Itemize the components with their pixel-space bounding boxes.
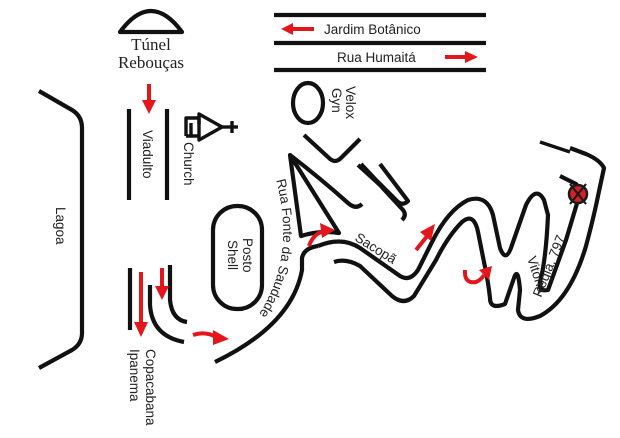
fonte-da-saudade-outer-edge xyxy=(214,243,319,364)
destination-approach-line xyxy=(539,140,571,154)
jardim-botanico-humaita-roads xyxy=(274,12,486,73)
label-gyn: Gyn xyxy=(329,88,344,113)
copacabana-road-curve-outer xyxy=(167,265,188,325)
arrow-jardim-botanico xyxy=(281,23,314,35)
label-posto: Posto xyxy=(240,238,255,273)
arrow-right-icon xyxy=(213,330,229,345)
copacabana-road-curve-inner xyxy=(147,285,185,345)
velox-gym-icon xyxy=(290,80,326,126)
posto-shell-icon xyxy=(210,203,265,312)
velox-v-road xyxy=(302,133,362,164)
arrow-down-icon xyxy=(142,100,156,114)
label-ipanema: Ipanema xyxy=(127,349,142,402)
label-shell: Shell xyxy=(225,240,240,270)
junction-triangle xyxy=(287,152,342,239)
arrow-left-icon xyxy=(281,23,293,35)
sacopa-spur xyxy=(356,163,407,222)
label-viadulto: Viadulto xyxy=(140,130,155,179)
arrow-down-icon xyxy=(134,322,148,337)
label-rua-humaita: Rua Humaitá xyxy=(337,50,416,65)
tunnel-icon xyxy=(117,8,185,35)
arrow-sacopa-hairpin xyxy=(462,266,492,285)
upper-branch-road xyxy=(288,153,364,209)
label-jardim-botanico: Jardim Botânico xyxy=(324,22,421,37)
arrow-shaft xyxy=(192,331,218,339)
arrow-rua-humaita xyxy=(445,51,478,63)
sacopa-upper-edge xyxy=(317,174,582,293)
label-copacabana: Copacabana xyxy=(143,349,158,426)
lagoa-shore xyxy=(37,89,85,370)
arrow-down-icon xyxy=(155,286,169,300)
arrow-sacopa-uphill xyxy=(414,224,435,252)
arrow-turn-onto-fonte-da-saudade xyxy=(192,330,229,345)
label-reboucas: Rebouças xyxy=(118,53,184,72)
arrow-u-turn-icon xyxy=(479,266,492,280)
arrow-turn-onto-sacopa xyxy=(307,223,335,247)
label-church: Church xyxy=(181,142,196,186)
arrow-up-right-icon xyxy=(420,224,435,241)
upper-branch-road-2 xyxy=(359,162,411,206)
arrow-tunnel-exit xyxy=(142,84,156,114)
label-velox: Velox xyxy=(343,86,358,119)
arrow-shaft xyxy=(414,233,430,252)
destination-x-marker-icon xyxy=(567,183,589,205)
label-lagoa: Lagoa xyxy=(53,207,68,245)
arrow-shaft xyxy=(462,269,486,285)
arrow-right-icon xyxy=(320,223,335,238)
arrow-copacabana-lane-1 xyxy=(134,272,148,337)
label-tunel: Túnel xyxy=(131,35,171,54)
arrow-right-icon xyxy=(465,51,478,63)
church-icon xyxy=(184,112,238,142)
sacopa-lower-edge xyxy=(333,146,607,321)
arrow-copacabana-lane-2 xyxy=(155,268,169,300)
